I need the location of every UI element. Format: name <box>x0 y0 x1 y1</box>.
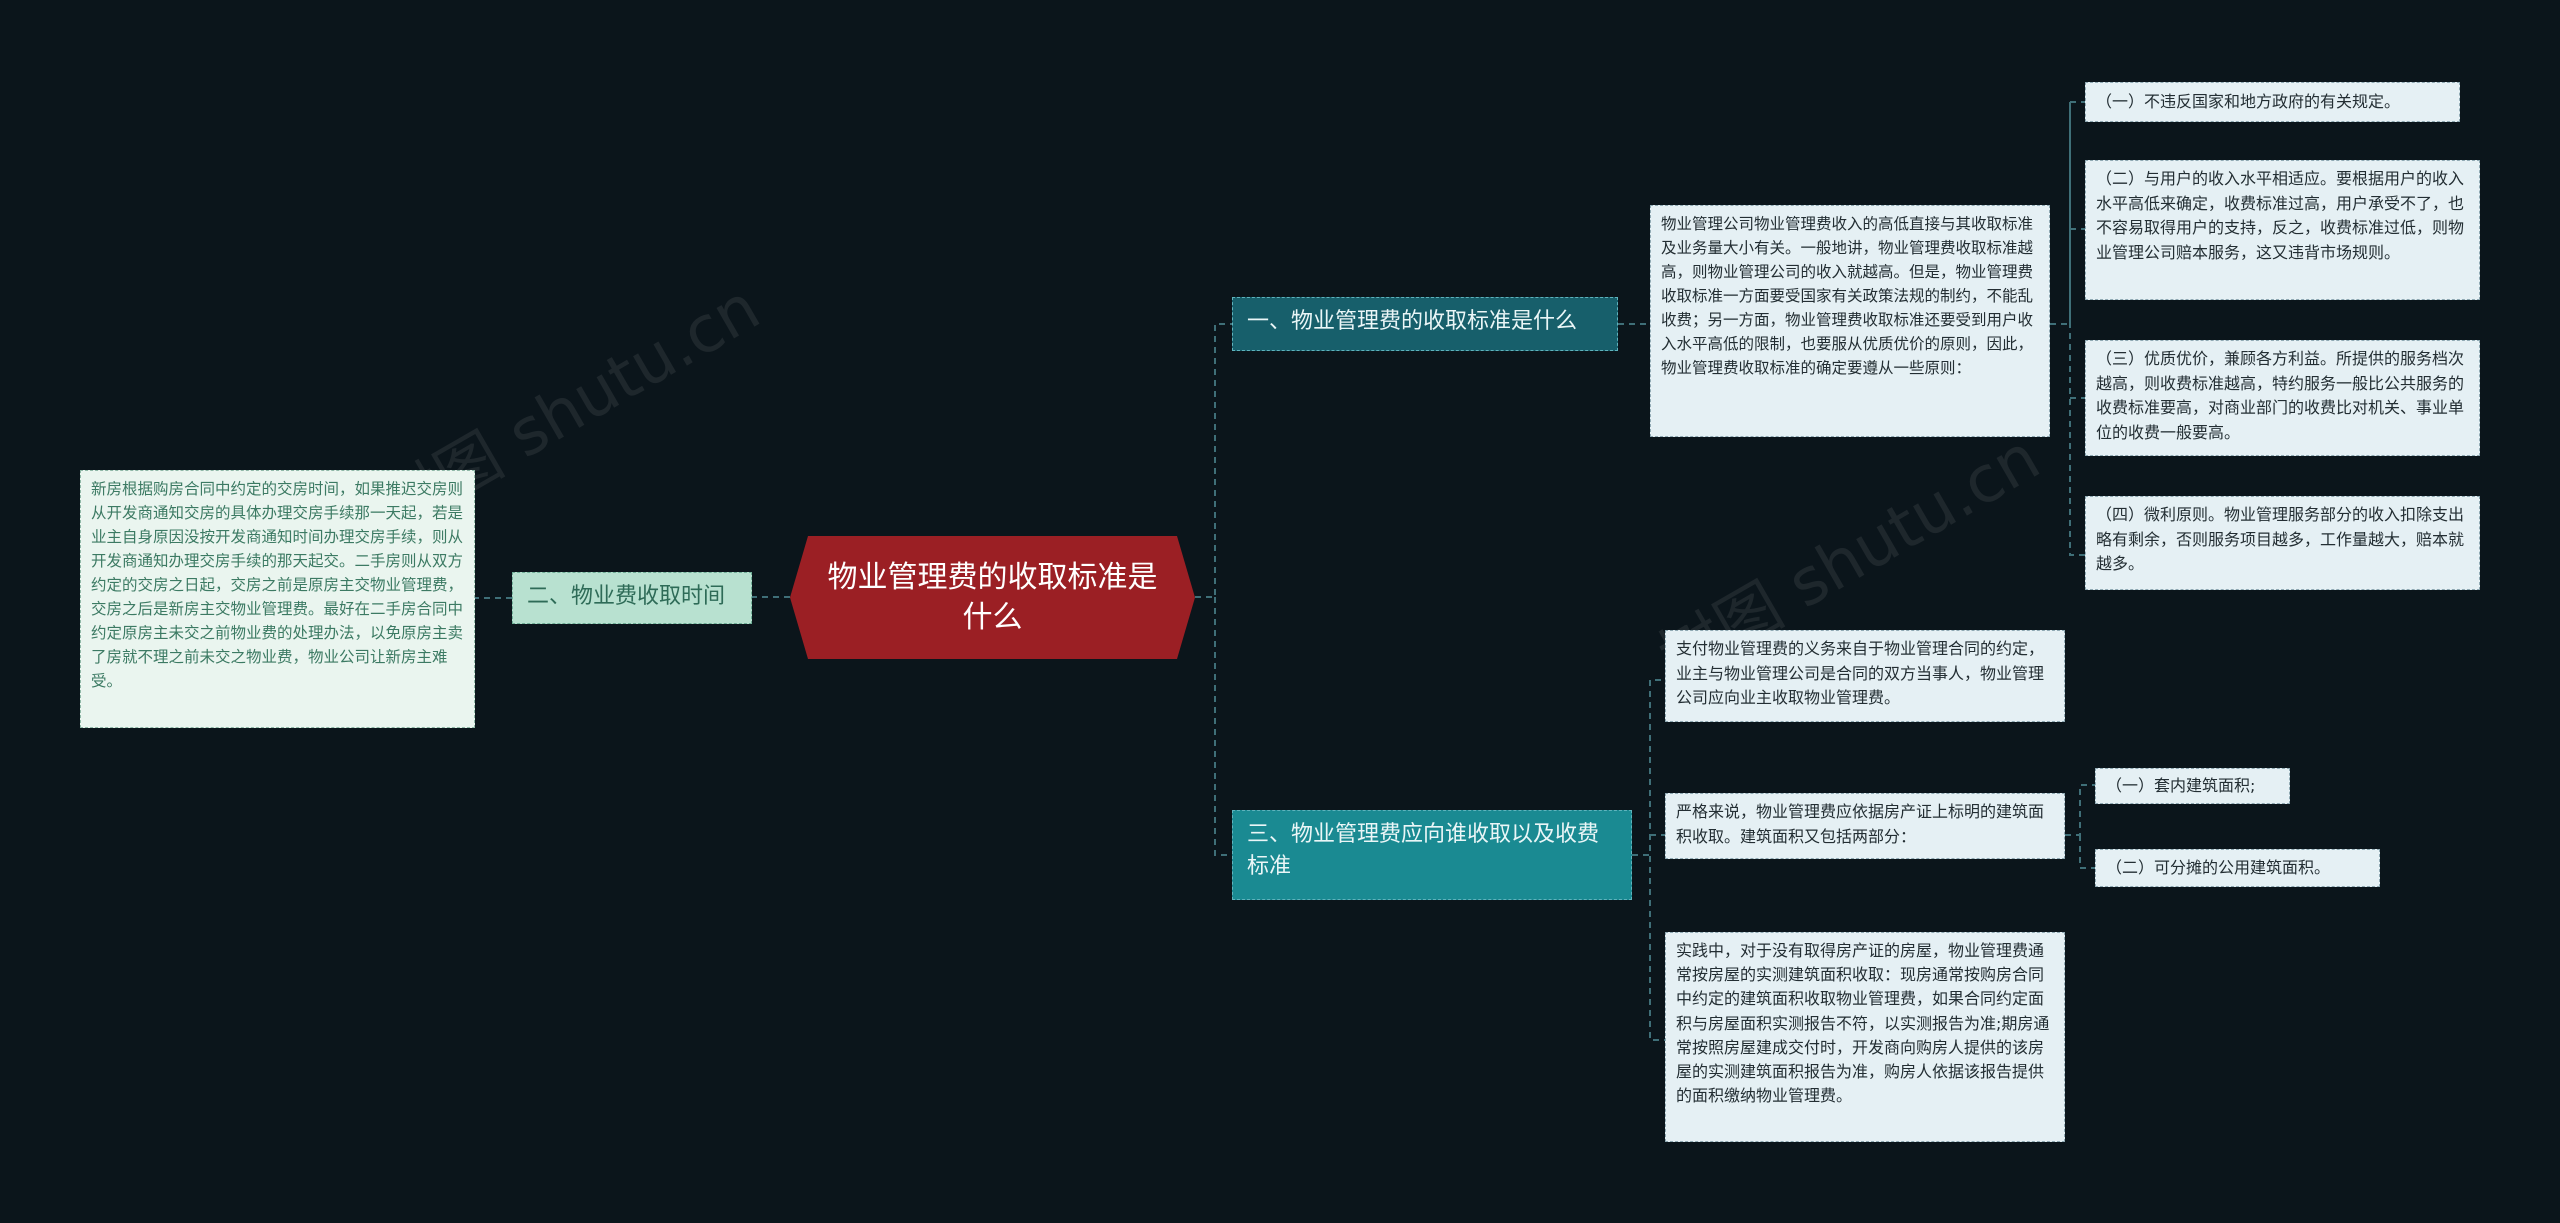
practice-note[interactable]: 实践中，对于没有取得房产证的房屋，物业管理费通常按房屋的实测建筑面积收取：现房通… <box>1665 932 2065 1142</box>
principle-1-text: （一）不违反国家和地方政府的有关规定。 <box>2096 92 2401 111</box>
root-topic-label: 物业管理费的收取标准是什么 <box>827 559 1158 635</box>
area-part-1[interactable]: （一）套内建筑面积; <box>2095 768 2290 804</box>
principle-4-text: （四）微利原则。物业管理服务部分的收入扣除支出略有剩余，否则服务项目越多，工作量… <box>2096 505 2465 573</box>
branch-who-and-standard[interactable]: 三、物业管理费应向谁收取以及收费标准 <box>1232 810 1632 900</box>
area-part-2-text: （二）可分摊的公用建筑面积。 <box>2106 858 2331 877</box>
area-basis-text: 严格来说，物业管理费应依据房产证上标明的建筑面积收取。建筑面积又包括两部分： <box>1676 802 2045 846</box>
principle-2[interactable]: （二）与用户的收入水平相适应。要根据用户的收入水平高低来确定，收费标准过高，用户… <box>2085 160 2480 300</box>
branch-label: 二、物业费收取时间 <box>527 584 726 609</box>
charging-time-description[interactable]: 新房根据购房合同中约定的交房时间，如果推迟交房则从开发商通知交房的具体办理交房手… <box>80 470 475 728</box>
payer-obligation[interactable]: 支付物业管理费的义务来自于物业管理合同的约定，业主与物业管理公司是合同的双方当事… <box>1665 630 2065 722</box>
charging-standard-description[interactable]: 物业管理公司物业管理费收入的高低直接与其收取标准及业务量大小有关。一般地讲，物业… <box>1650 205 2050 437</box>
payer-obligation-text: 支付物业管理费的义务来自于物业管理合同的约定，业主与物业管理公司是合同的双方当事… <box>1676 639 2045 707</box>
description-text: 物业管理公司物业管理费收入的高低直接与其收取标准及业务量大小有关。一般地讲，物业… <box>1661 215 2034 377</box>
principle-1[interactable]: （一）不违反国家和地方政府的有关规定。 <box>2085 82 2460 122</box>
principle-3[interactable]: （三）优质优价，兼顾各方利益。所提供的服务档次越高，则收费标准越高，特约服务一般… <box>2085 340 2480 456</box>
branch-label: 一、物业管理费的收取标准是什么 <box>1247 309 1578 334</box>
principle-4[interactable]: （四）微利原则。物业管理服务部分的收入扣除支出略有剩余，否则服务项目越多，工作量… <box>2085 496 2480 590</box>
description-text: 新房根据购房合同中约定的交房时间，如果推迟交房则从开发商通知交房的具体办理交房手… <box>91 480 464 690</box>
principle-2-text: （二）与用户的收入水平相适应。要根据用户的收入水平高低来确定，收费标准过高，用户… <box>2096 169 2465 262</box>
area-basis[interactable]: 严格来说，物业管理费应依据房产证上标明的建筑面积收取。建筑面积又包括两部分： <box>1665 793 2065 859</box>
branch-label: 三、物业管理费应向谁收取以及收费标准 <box>1247 822 1600 879</box>
principle-3-text: （三）优质优价，兼顾各方利益。所提供的服务档次越高，则收费标准越高，特约服务一般… <box>2096 349 2465 442</box>
area-part-1-text: （一）套内建筑面积; <box>2106 776 2256 795</box>
area-part-2[interactable]: （二）可分摊的公用建筑面积。 <box>2095 849 2380 887</box>
branch-charging-time[interactable]: 二、物业费收取时间 <box>512 572 752 624</box>
branch-charging-standard[interactable]: 一、物业管理费的收取标准是什么 <box>1232 297 1618 351</box>
practice-note-text: 实践中，对于没有取得房产证的房屋，物业管理费通常按房屋的实测建筑面积收取：现房通… <box>1676 941 2050 1106</box>
root-topic[interactable]: 物业管理费的收取标准是什么 <box>790 536 1195 659</box>
